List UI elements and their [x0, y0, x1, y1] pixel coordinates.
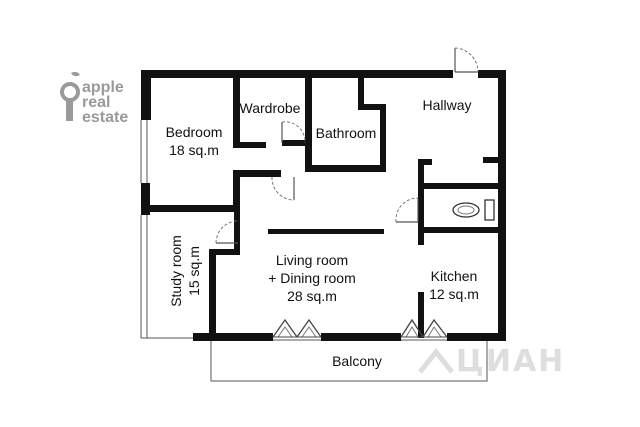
balcony-door-left [272, 318, 322, 338]
wardrobe-door [281, 121, 306, 144]
windows-left [140, 120, 195, 339]
living-area: 28 sq.m [287, 288, 337, 304]
bedroom-area: 18 sq.m [169, 142, 219, 158]
wardrobe-name: Wardrobe [240, 100, 301, 116]
watermark-text: ЦИАН [456, 344, 565, 379]
toilet-door [395, 197, 419, 223]
watermark-mark-icon [418, 347, 454, 374]
kitchen-area: 12 sq.m [429, 286, 479, 302]
balcony-door-right [400, 318, 448, 338]
study-name: Study room [168, 235, 184, 307]
watermark: ЦИАН [418, 344, 565, 379]
balcony-name: Balcony [332, 353, 382, 369]
logo-line-real: real [82, 94, 110, 111]
study-area: 15 sq.m [186, 246, 202, 296]
kitchen-name: Kitchen [431, 268, 478, 284]
bathroom-name: Bathroom [316, 125, 377, 141]
toilet-icon [452, 199, 495, 221]
brand-logo: apple real estate [60, 71, 128, 126]
bedroom-door [271, 176, 295, 201]
hallway-name: Hallway [422, 97, 471, 113]
bedroom-name: Bedroom [166, 124, 223, 140]
walls [141, 70, 506, 341]
living-name: Living room [276, 252, 348, 268]
logo-line-estate: estate [82, 109, 128, 126]
doors [215, 47, 479, 338]
logo-line-apple: apple [82, 79, 124, 96]
living-name-2: + Dining room [268, 270, 356, 286]
apple-pin-icon [60, 71, 80, 121]
entrance-door [454, 47, 479, 73]
study-door [215, 220, 239, 244]
